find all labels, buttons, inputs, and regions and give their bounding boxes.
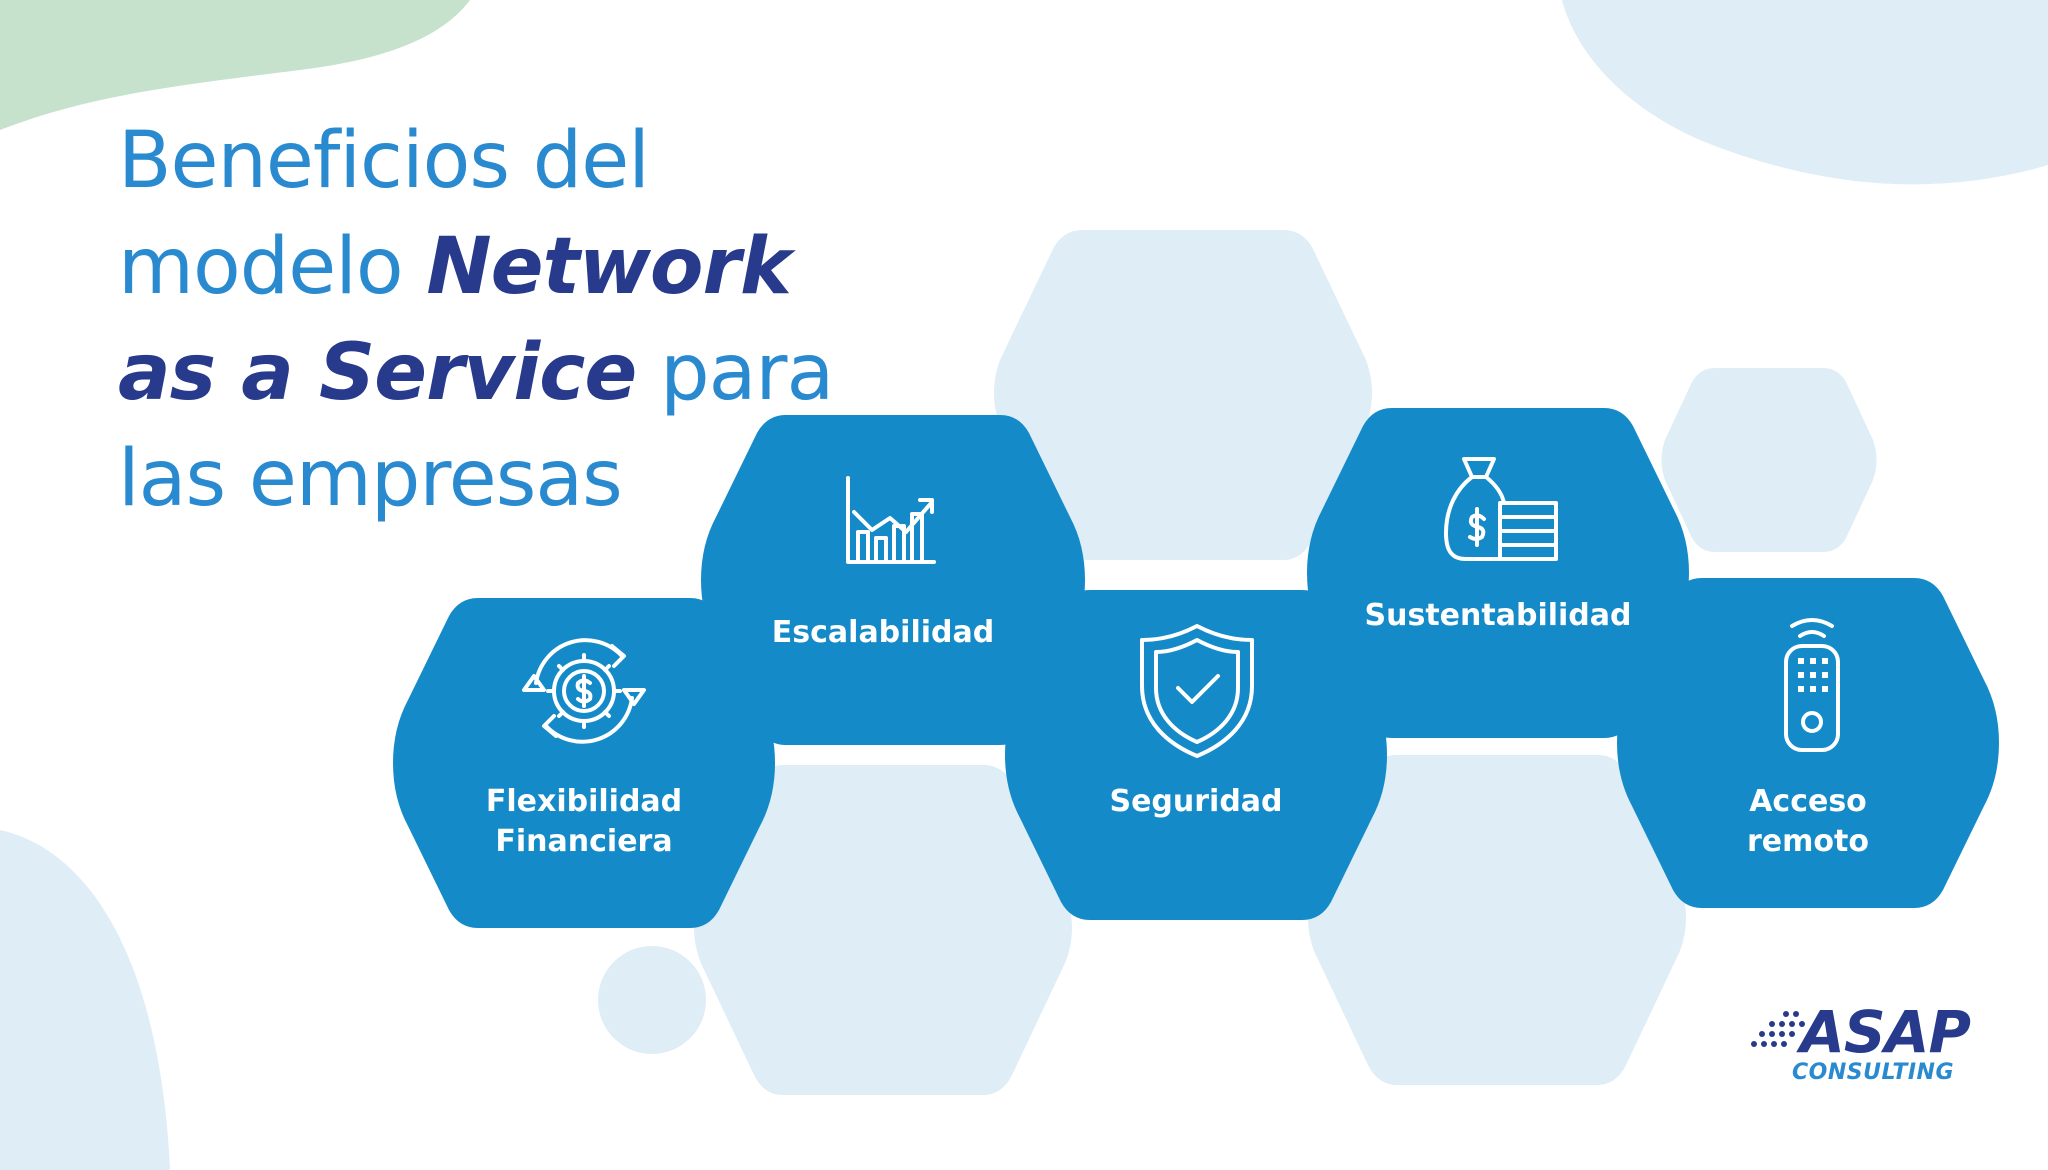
title-line-4: las empresas xyxy=(118,434,623,524)
label-line: Seguridad xyxy=(1109,784,1283,819)
green-blob-top-left xyxy=(0,0,470,130)
light-hex-bottom-right xyxy=(1308,755,1686,1085)
hex-escalabilidad xyxy=(701,415,1085,745)
blue-blob-top-right xyxy=(1562,0,2048,185)
label-escalabilidad: Escalabilidad xyxy=(713,613,1053,653)
title-line-1: Beneficios del xyxy=(118,116,650,206)
label-line: Sustentabilidad xyxy=(1364,598,1632,633)
title-part-para: para xyxy=(636,328,834,418)
label-line: Flexibilidad xyxy=(485,784,683,819)
title-emphasis-service: as a Service xyxy=(118,328,637,418)
logo-wordmark: ASAP xyxy=(1800,998,1971,1066)
label-line: remoto xyxy=(1747,824,1869,859)
title-part-modelo: modelo xyxy=(118,222,427,312)
shield-check-icon xyxy=(1140,624,1254,758)
gear-dollar-icon xyxy=(522,638,646,744)
asap-consulting-logo: ASAP CONSULTING xyxy=(1750,1000,1980,1090)
small-circle-decoration xyxy=(598,946,706,1054)
logo-subtitle: CONSULTING xyxy=(1792,1060,1955,1085)
label-line: Escalabilidad xyxy=(771,615,995,650)
page-title: Beneficios del modelo Network as a Servi… xyxy=(118,108,878,532)
light-hex-small-right xyxy=(1661,368,1877,552)
remote-control-icon xyxy=(1784,618,1840,752)
title-emphasis-network: Network xyxy=(426,222,791,312)
label-line: Financiera xyxy=(495,824,673,859)
label-seguridad: Seguridad xyxy=(1026,782,1366,822)
hex-acceso-remoto xyxy=(1617,578,1999,908)
light-hex-top xyxy=(994,230,1372,560)
label-line: Acceso xyxy=(1749,784,1867,819)
label-sustentabilidad: Sustentabilidad xyxy=(1328,596,1668,636)
logo-dots-icon xyxy=(1751,1011,1805,1047)
label-acceso-remoto: Acceso remoto xyxy=(1638,782,1978,862)
blue-blob-bottom-left xyxy=(0,830,170,1170)
hex-sustentabilidad xyxy=(1307,408,1689,738)
money-bag-icon xyxy=(1444,457,1558,561)
growth-chart-icon xyxy=(846,476,936,564)
hex-flexibilidad xyxy=(393,598,775,928)
label-flexibilidad-financiera: Flexibilidad Financiera xyxy=(414,782,754,862)
light-hex-bottom-left xyxy=(694,765,1072,1095)
